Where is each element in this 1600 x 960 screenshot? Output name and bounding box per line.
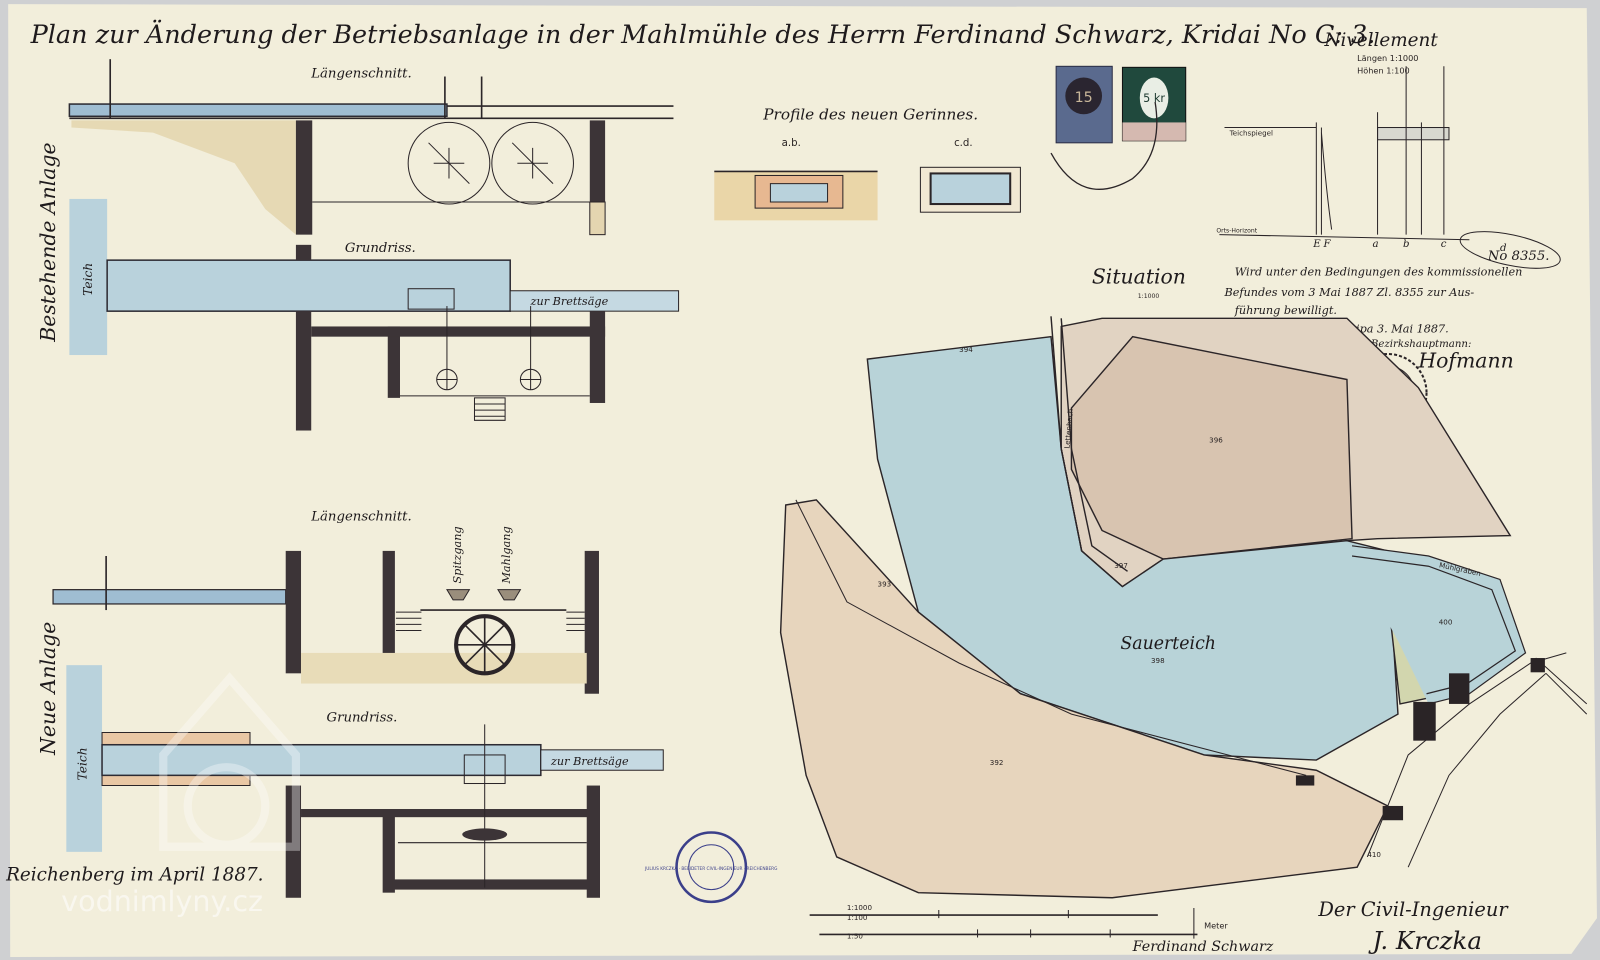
mill-building	[1382, 805, 1404, 821]
existing-pond	[69, 198, 108, 356]
parcel-number: 396	[1209, 436, 1223, 445]
owner-signature: Ferdinand Schwarz	[1132, 939, 1274, 955]
svg-text:b: b	[1403, 239, 1410, 250]
svg-text:Meter: Meter	[1204, 920, 1228, 930]
wall	[295, 120, 313, 235]
engineer-signature: J. Krczka	[1367, 926, 1481, 955]
profile-ab	[714, 170, 878, 221]
new-sawmill-channel	[540, 749, 664, 771]
profiles-title: Profile des neuen Gerinnes.	[762, 105, 978, 123]
existing-channel-plan	[106, 259, 511, 312]
drawing-title: Plan zur Änderung der Betriebsanlage in …	[30, 19, 1376, 50]
existing-gear-housing	[407, 288, 455, 310]
nivellement-profile: Teichspiegel Orts-Horizont E F a b c d	[1216, 66, 1507, 254]
svg-text:1:100: 1:100	[847, 913, 868, 922]
parcel-number: 394	[959, 345, 973, 354]
engineer-title: Der Civil-Ingenieur	[1317, 898, 1509, 921]
new-water-channel	[52, 589, 287, 605]
nivellement-heights: Höhen 1:100	[1357, 65, 1410, 75]
parcel-number: 398	[1151, 656, 1165, 665]
svg-text:Orts-Horizont: Orts-Horizont	[1216, 228, 1257, 235]
svg-text:d: d	[1500, 243, 1507, 254]
situation-scale: 1:1000	[1138, 293, 1160, 300]
svg-text:5 kr: 5 kr	[1143, 92, 1165, 105]
ground-fill	[301, 652, 587, 684]
parcel-number: 400	[1439, 617, 1453, 626]
parcel-number: 393	[878, 580, 892, 589]
parcel-396	[1070, 335, 1353, 560]
svg-text:Der k.k. Bezirkshauptmann:: Der k.k. Bezirkshauptmann:	[1326, 339, 1472, 350]
svg-text:1:50: 1:50	[847, 932, 863, 941]
watermark-logo	[159, 672, 300, 851]
stream-1-label: Lettenbach	[1062, 408, 1074, 449]
machine-2-label: Mahlgang	[500, 526, 513, 584]
postmark	[1050, 101, 1158, 190]
revenue-stamp-2: 5 kr	[1121, 66, 1187, 142]
svg-text:Wird unter den Bedingungen des: Wird unter den Bedingungen des kommissio…	[1235, 265, 1523, 278]
mill-building	[1413, 701, 1436, 741]
stream-lettenbach	[1050, 316, 1128, 588]
mill-building	[1295, 775, 1315, 786]
svg-text:JULIUS KRCZKA · BEEIDETER CIVI: JULIUS KRCZKA · BEEIDETER CIVIL-INGENIEU…	[644, 866, 777, 872]
parcel-392	[779, 499, 1389, 899]
nivellement-title: Nivellement	[1323, 30, 1438, 51]
new-sawmill-label: zur Brettsäge	[550, 755, 629, 768]
svg-text:E: E	[1312, 239, 1321, 250]
approval-number: No 8355.	[1487, 249, 1550, 264]
svg-text:Hofmann: Hofmann	[1417, 348, 1513, 372]
svg-text:a: a	[1372, 239, 1378, 250]
svg-text:Teichspiegel: Teichspiegel	[1229, 129, 1273, 138]
new-plan-label: Grundriss.	[327, 710, 398, 725]
existing-sawmill-label: zur Brettsäge	[530, 295, 609, 308]
place-date: Reichenberg im April 1887.	[5, 864, 263, 885]
svg-text:c: c	[1441, 239, 1447, 250]
wall-foundation	[589, 201, 606, 236]
existing-plan-label: Grundriss.	[345, 241, 416, 256]
revenue-stamp-1: 15	[1055, 65, 1113, 144]
existing-water-wheel	[491, 121, 574, 205]
profile-ab-label: a.b.	[782, 138, 801, 149]
engineer-stamp: JULIUS KRCZKA · BEEIDETER CIVIL-INGENIEU…	[644, 831, 777, 904]
nivellement-lengths: Längen 1:1000	[1357, 53, 1418, 63]
svg-text:1:1000: 1:1000	[847, 903, 873, 912]
scale-bar: 1:1000 1:100 1:50 Meter	[809, 903, 1228, 941]
wall	[589, 120, 606, 202]
svg-text:F: F	[1322, 239, 1331, 250]
new-longitudinal-label: Längenschnitt.	[310, 509, 411, 524]
existing-water-channel	[68, 103, 448, 118]
machine-1-label: Spitzgang	[451, 526, 464, 583]
stairs	[473, 397, 506, 421]
road-edge	[795, 499, 1307, 776]
profile-cd-label: c.d.	[954, 138, 973, 149]
parcel-number: 397	[1114, 561, 1128, 570]
existing-longitudinal-label: Längenschnitt.	[310, 67, 411, 82]
pond-name: Sauerteich	[1120, 634, 1216, 654]
ground-shading	[71, 120, 296, 235]
parcel-number: 392	[990, 758, 1004, 767]
mill-building	[1530, 658, 1545, 673]
existing-section-label: Bestehende Anlage	[36, 142, 60, 342]
svg-text:15: 15	[1075, 90, 1093, 106]
new-section-label: Neue Anlage	[36, 622, 60, 756]
new-pond-label: Teich	[76, 747, 90, 780]
existing-water-wheel	[407, 121, 491, 205]
svg-text:Befundes vom 3 Mai 1887 Zl. 83: Befundes vom 3 Mai 1887 Zl. 8355 zur Aus…	[1223, 286, 1474, 299]
svg-text:führung bewilligt.: führung bewilligt.	[1234, 304, 1337, 317]
parcel-number: 410	[1367, 850, 1381, 859]
approval-note: Wird unter den Bedingungen des kommissio…	[1223, 265, 1522, 372]
existing-pond-label: Teich	[81, 263, 95, 296]
millstones	[446, 589, 522, 601]
new-pond	[66, 665, 103, 852]
mill-building	[1448, 673, 1470, 704]
situation-title: Situation	[1092, 265, 1186, 289]
profile-cd	[919, 166, 1021, 213]
watermark-text: vodnimlyny.cz	[61, 884, 263, 918]
